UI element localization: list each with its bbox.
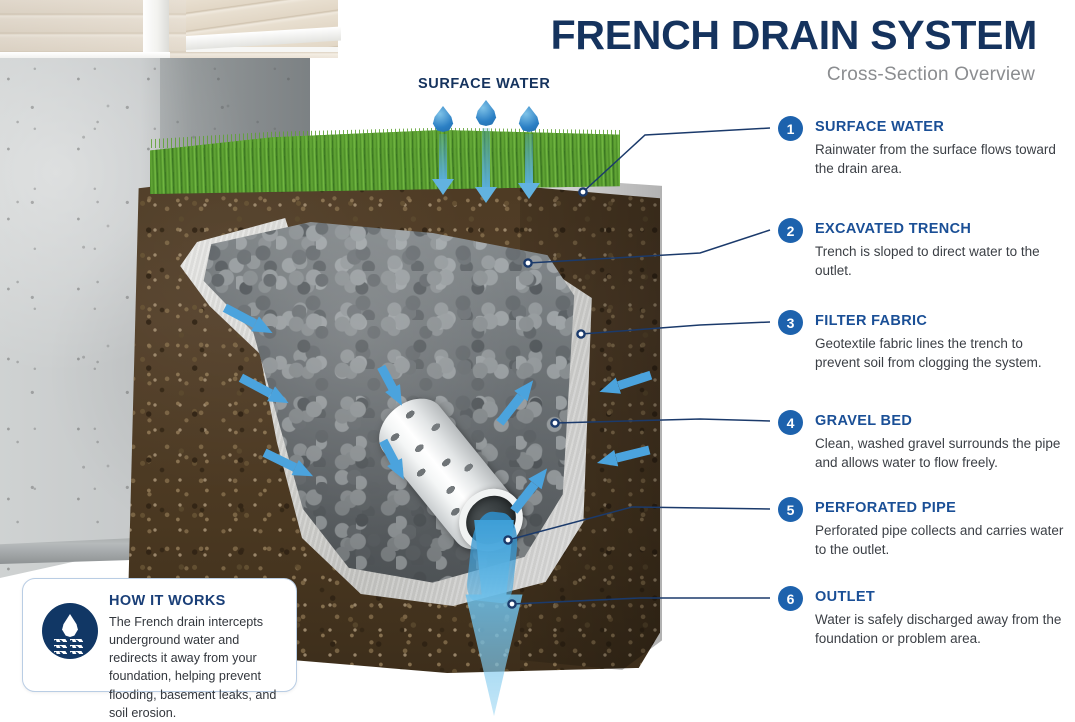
- surface-water-arrow-2: [475, 128, 497, 203]
- wave-line-2: [54, 645, 86, 648]
- water-droplet-1: [432, 106, 454, 136]
- page-title: FRENCH DRAIN SYSTEM: [550, 12, 1038, 58]
- surface-water-label: SURFACE WATER: [418, 76, 551, 92]
- how-it-works-title: HOW IT WORKS: [109, 593, 226, 609]
- legend-badge-5: 5: [778, 497, 803, 522]
- legend-title-5: PERFORATED PIPE: [815, 500, 957, 516]
- how-it-works-box: HOW IT WORKS The French drain intercepts…: [22, 578, 297, 720]
- legend-title-3: FILTER FABRIC: [815, 313, 928, 329]
- legend-desc-1: Rainwater from the surface flows toward …: [815, 142, 1056, 177]
- droplet-shape: [432, 106, 454, 132]
- legend-title-4: GRAVEL BED: [815, 413, 913, 429]
- wave-line-3: [54, 651, 86, 654]
- grass-blades: [150, 127, 620, 148]
- legend-desc-2: Trench is sloped to direct water to the …: [815, 244, 1040, 279]
- legend-badge-6: 6: [778, 586, 803, 611]
- legend-badge-4: 4: [778, 410, 803, 435]
- legend-list: 1 SURFACE WATER Rainwater from the surfa…: [778, 0, 1075, 716]
- droplet-shape: [475, 100, 497, 126]
- water-drop-waves-icon: [42, 603, 98, 659]
- how-it-works-body: The French drain intercepts underground …: [109, 615, 277, 720]
- surface-water-arrow-1: [432, 134, 454, 195]
- legend-badge-1: 1: [778, 116, 803, 141]
- arrow-shaft: [482, 128, 490, 190]
- house-bottom-trim: [0, 52, 170, 62]
- legend-desc-4: Clean, washed gravel surrounds the pipe …: [815, 436, 1061, 471]
- page-subtitle: Cross-Section Overview: [826, 64, 1035, 85]
- droplet-shape: [518, 106, 540, 132]
- wave-line-1: [54, 639, 86, 642]
- water-droplet-3: [518, 106, 540, 136]
- legend-desc-6: Water is safely discharged away from the…: [815, 612, 1062, 647]
- legend-badge-2: 2: [778, 218, 803, 243]
- drop-glyph: [62, 614, 78, 637]
- legend-badge-3: 3: [778, 310, 803, 335]
- legend-title-2: EXCAVATED TRENCH: [815, 221, 972, 237]
- legend-title-6: OUTLET: [815, 589, 876, 605]
- legend-title-1: SURFACE WATER: [815, 119, 945, 135]
- arrow-shaft: [525, 134, 533, 186]
- water-droplet-2: [475, 100, 497, 130]
- legend-desc-3: Geotextile fabric lines the trench to pr…: [815, 336, 1042, 371]
- surface-water-arrow-3: [518, 134, 540, 199]
- arrow-shaft: [439, 134, 447, 182]
- legend-desc-5: Perforated pipe collects and carries wat…: [815, 523, 1064, 558]
